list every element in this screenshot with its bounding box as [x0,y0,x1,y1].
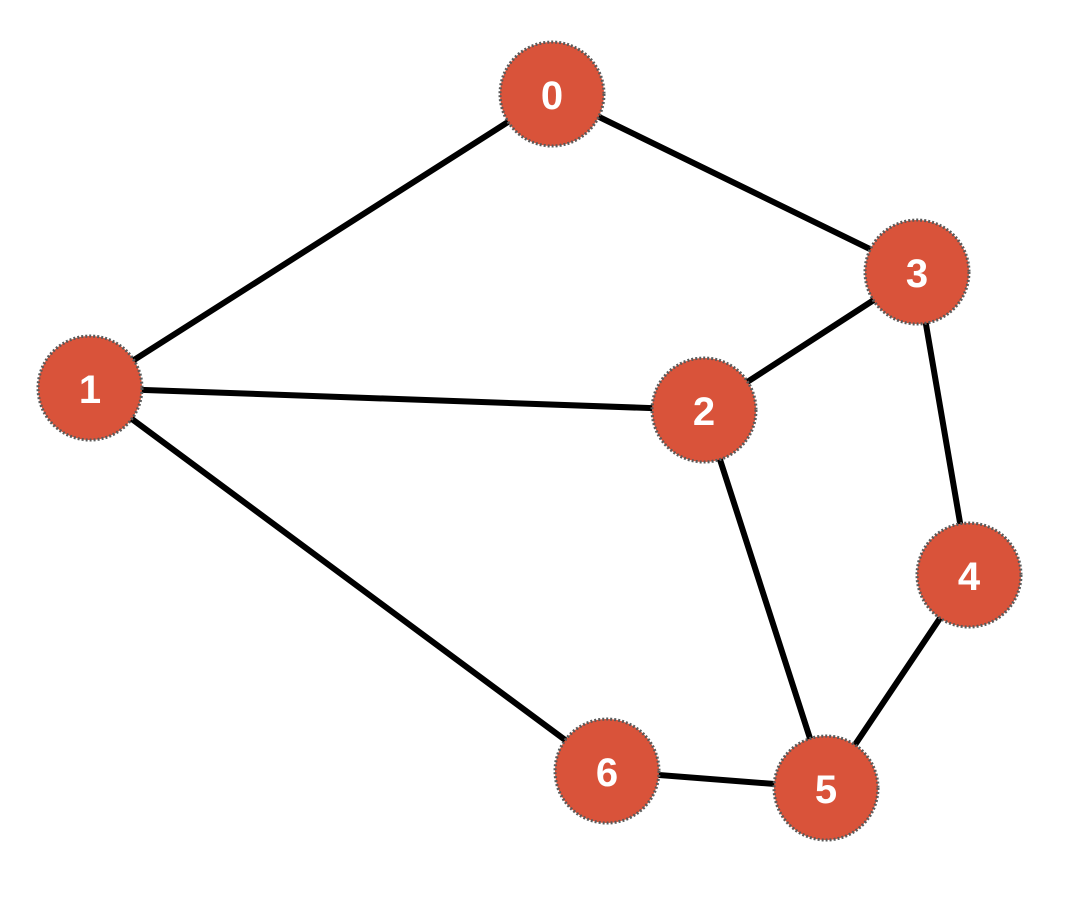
node-circle [36,334,144,442]
node-5: 5 [772,734,880,842]
node-circle [498,40,606,148]
node-label: 2 [693,390,715,434]
nodes-layer: 0 1 2 3 4 5 6 [36,40,1023,842]
node-label: 6 [596,751,618,795]
node-circle [915,521,1023,629]
node-circle [863,218,971,326]
node-label: 5 [815,768,837,812]
node-label: 0 [541,74,563,118]
edge-0-3 [549,91,920,275]
edge-0-1 [87,91,555,391]
node-1: 1 [36,334,144,442]
node-4: 4 [915,521,1023,629]
node-circle [650,356,758,464]
node-3: 3 [863,218,971,326]
edge-1-6 [87,385,610,774]
edge-2-5 [701,407,829,791]
node-2: 2 [650,356,758,464]
node-label: 3 [906,252,928,296]
node-label: 1 [79,368,101,412]
node-circle [553,717,661,825]
node-circle [772,734,880,842]
node-label: 4 [958,555,981,599]
edge-1-2 [87,385,707,413]
edges-layer [87,91,972,791]
node-0: 0 [498,40,606,148]
node-6: 6 [553,717,661,825]
